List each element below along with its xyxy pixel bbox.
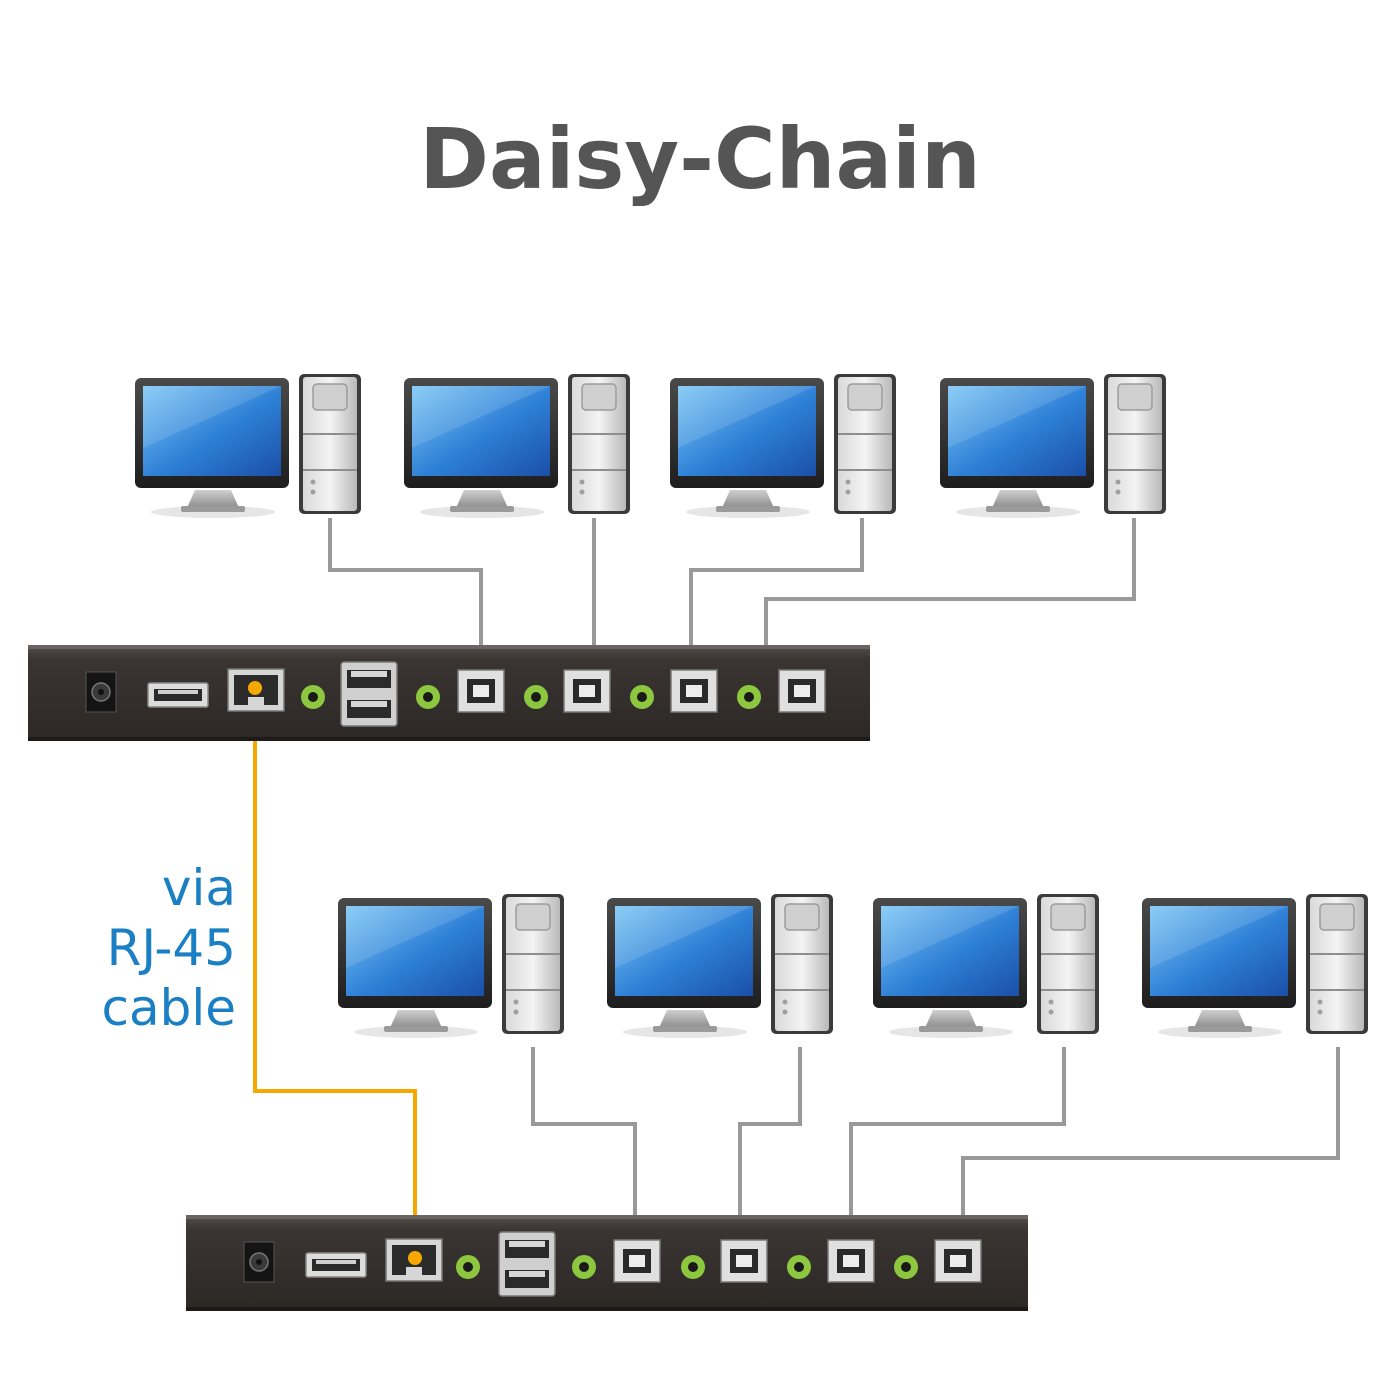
monitor-icon <box>338 898 492 1038</box>
usb-b-port-icon <box>563 669 611 713</box>
pc-tower-icon <box>299 374 361 514</box>
monitor-icon <box>1142 898 1296 1038</box>
power-jack-icon <box>85 671 117 713</box>
usb-cable <box>689 518 864 667</box>
usb-a-port-icon <box>498 1231 556 1297</box>
usb-b-port-icon <box>720 1239 768 1283</box>
usb-cable <box>961 1047 1340 1240</box>
usb-b-port-icon <box>613 1239 661 1283</box>
usb-b-port-icon <box>778 669 826 713</box>
audio-jack-icon <box>681 1255 705 1279</box>
usb-cable <box>531 1047 637 1240</box>
caption-line-2: RJ-45 <box>106 919 236 977</box>
kvm-switch-icon <box>28 645 870 741</box>
caption-line-1: via <box>161 859 236 917</box>
usb-cable <box>738 1047 802 1240</box>
rj45-port-icon <box>385 1238 443 1282</box>
computer <box>873 894 1099 1038</box>
audio-jack-icon <box>572 1255 596 1279</box>
pc-tower-icon <box>568 374 630 514</box>
usb-b-port-icon <box>457 669 505 713</box>
computer <box>607 894 833 1038</box>
power-jack-icon <box>243 1241 275 1283</box>
computer <box>338 894 564 1038</box>
usb-a-port-icon <box>305 1252 367 1278</box>
usb-a-port-icon <box>147 682 209 708</box>
caption-line-3: cable <box>101 979 236 1037</box>
monitor-icon <box>404 378 558 518</box>
audio-jack-icon <box>456 1255 480 1279</box>
kvm-switch-icon <box>186 1215 1028 1311</box>
monitor-icon <box>607 898 761 1038</box>
monitor-icon <box>940 378 1094 518</box>
pc-tower-icon <box>771 894 833 1034</box>
computer <box>404 374 630 518</box>
audio-jack-icon <box>737 685 761 709</box>
audio-jack-icon <box>416 685 440 709</box>
usb-cable <box>764 518 1136 667</box>
pc-tower-icon <box>1104 374 1166 514</box>
cable-connector-dot <box>408 1251 422 1265</box>
usb-b-port-icon <box>934 1239 982 1283</box>
monitor-icon <box>873 898 1027 1038</box>
monitor-icon <box>670 378 824 518</box>
computer <box>135 374 361 518</box>
computer <box>670 374 896 518</box>
usb-b-port-icon <box>827 1239 875 1283</box>
rj45-daisy-chain-cable <box>253 688 417 1258</box>
pc-tower-icon <box>1037 894 1099 1034</box>
usb-a-port-icon <box>340 661 398 727</box>
usb-b-port-icon <box>670 669 718 713</box>
usb-cable <box>328 518 483 667</box>
computer <box>940 374 1166 518</box>
diagram-title: Daisy-Chain <box>419 110 981 208</box>
cable-caption: via RJ-45 cable <box>40 858 236 1038</box>
audio-jack-icon <box>524 685 548 709</box>
computer <box>1142 894 1368 1038</box>
usb-cable <box>849 1047 1066 1240</box>
audio-jack-icon <box>787 1255 811 1279</box>
audio-jack-icon <box>894 1255 918 1279</box>
audio-jack-icon <box>630 685 654 709</box>
pc-tower-icon <box>834 374 896 514</box>
pc-tower-icon <box>502 894 564 1034</box>
pc-tower-icon <box>1306 894 1368 1034</box>
monitor-icon <box>135 378 289 518</box>
audio-jack-icon <box>301 685 325 709</box>
cable-connector-dot <box>248 681 262 695</box>
